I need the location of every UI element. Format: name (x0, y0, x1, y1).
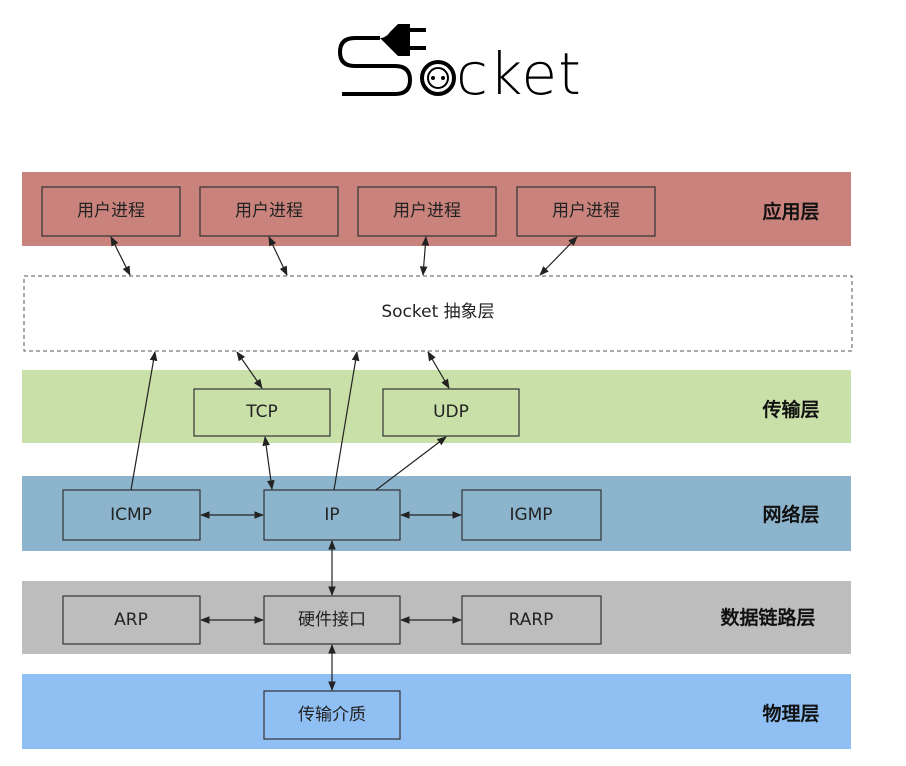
application-layer-label: 应用层 (762, 200, 819, 223)
physical-layer-band (22, 674, 851, 749)
svg-text:用户进程: 用户进程 (235, 201, 303, 221)
socket-abstraction-layer (23, 275, 853, 352)
tcp-box: TCP (193, 388, 331, 437)
arrow (236, 351, 263, 389)
svg-text:用户进程: 用户进程 (552, 201, 620, 221)
user-process-box: 用户进程 (516, 186, 656, 237)
socket-logo: cket (337, 24, 582, 108)
arrow (268, 236, 288, 276)
user-process-box: 用户进程 (199, 186, 339, 237)
arrow (130, 351, 158, 491)
socket-layer-label: Socket 抽象层 (381, 302, 494, 322)
arp-box: ARP (62, 595, 201, 645)
user-process-box: 用户进程 (357, 186, 497, 237)
plug-icon (380, 24, 410, 56)
socket-outlet-icon (420, 60, 456, 96)
arrow (539, 236, 578, 276)
svg-text:RARP: RARP (509, 610, 554, 630)
arrow (427, 351, 450, 389)
udp-box: UDP (382, 388, 520, 437)
arrows (110, 236, 578, 691)
svg-text:ARP: ARP (114, 610, 148, 630)
svg-text:TCP: TCP (245, 402, 278, 422)
svg-text:IGMP: IGMP (509, 505, 552, 525)
svg-text:硬件接口: 硬件接口 (298, 610, 366, 630)
physical-layer-label: 物理层 (762, 702, 819, 725)
svg-text:IP: IP (324, 505, 339, 525)
arrow (419, 236, 430, 276)
hardware-interface-box: 硬件接口 (263, 595, 401, 645)
arrow (110, 236, 131, 276)
logo-text: cket (456, 40, 582, 108)
network-layer-label: 网络层 (762, 503, 819, 526)
rarp-box: RARP (461, 595, 602, 645)
svg-text:ICMP: ICMP (110, 505, 152, 525)
datalink-layer-label: 数据链路层 (720, 606, 815, 629)
svg-text:用户进程: 用户进程 (77, 201, 145, 221)
ip-box: IP (263, 489, 401, 541)
igmp-box: IGMP (461, 489, 602, 541)
icmp-box: ICMP (62, 489, 201, 541)
user-process-box: 用户进程 (41, 186, 181, 237)
transport-layer-label: 传输层 (761, 398, 819, 421)
arrow (262, 436, 275, 490)
arrow (333, 351, 360, 491)
arrow (375, 436, 447, 491)
transmission-medium-box: 传输介质 (263, 690, 401, 740)
svg-text:传输介质: 传输介质 (298, 705, 366, 725)
svg-text:UDP: UDP (433, 402, 469, 422)
svg-text:用户进程: 用户进程 (393, 201, 461, 221)
